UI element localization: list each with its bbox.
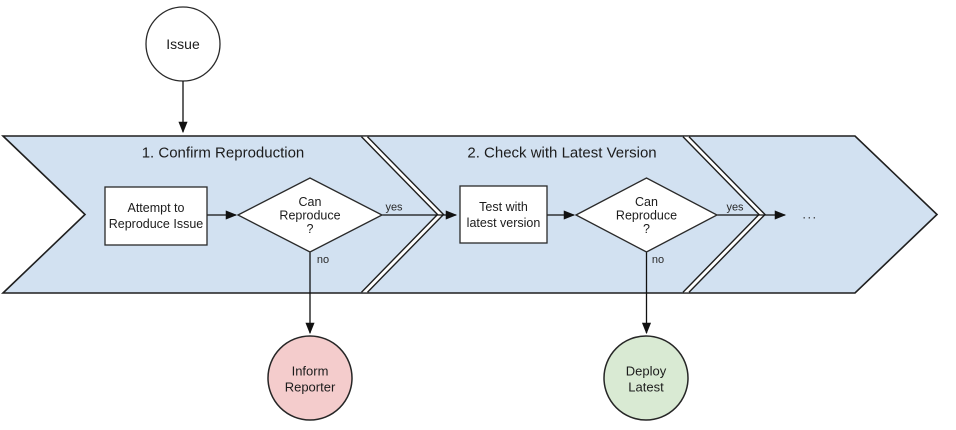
terminal-node-1-label-line1: Inform (292, 364, 329, 379)
task-node-1-label-line2: Reproduce Issue (109, 217, 204, 231)
terminal-node-2-label-line1: Deploy (626, 364, 667, 379)
task-node-2-box (459, 185, 548, 244)
decision-node-1-label-line3: ? (307, 222, 314, 236)
stage-1-title: 1. Confirm Reproduction (142, 145, 305, 162)
terminal-node-1-circle (267, 335, 353, 421)
no-label-2: no (652, 254, 664, 266)
task-node-1-label-line1: Attempt to (128, 201, 185, 215)
task-node-1: Attempt to Reproduce Issue (104, 186, 208, 246)
terminal-node-inform-reporter: Inform Reporter (267, 335, 353, 421)
task-node-2-label-line2: latest version (467, 216, 541, 230)
terminal-node-1-label-line2: Reporter (285, 380, 336, 395)
task-node-2-label-line1: Test with (479, 200, 528, 214)
task-node-1-box (104, 186, 208, 246)
decision-node-2: Can Reproduce ? (574, 177, 719, 253)
terminal-node-2-circle (603, 335, 689, 421)
no-label-1: no (317, 254, 329, 266)
start-node: Issue (145, 6, 221, 82)
decision-node-1: Can Reproduce ? (236, 177, 384, 253)
decision-node-2-label-line3: ? (643, 222, 650, 236)
terminal-node-deploy-latest: Deploy Latest (603, 335, 689, 421)
terminal-node-2-label-line2: Latest (628, 380, 664, 395)
yes-label-2: yes (726, 202, 744, 214)
task-node-2: Test with latest version (459, 185, 548, 244)
start-node-label: Issue (166, 36, 200, 52)
continuation-ellipsis: ... (802, 207, 817, 222)
decision-node-2-label-line2: Reproduce (616, 209, 677, 223)
yes-label-1: yes (385, 202, 403, 214)
decision-node-2-label-line1: Can (635, 195, 658, 209)
decision-node-2-diamond (574, 177, 719, 253)
stage-2-title: 2. Check with Latest Version (467, 145, 656, 162)
decision-node-1-label-line2: Reproduce (279, 209, 340, 223)
decision-node-1-label-line1: Can (299, 195, 322, 209)
decision-node-1-diamond (236, 177, 384, 253)
